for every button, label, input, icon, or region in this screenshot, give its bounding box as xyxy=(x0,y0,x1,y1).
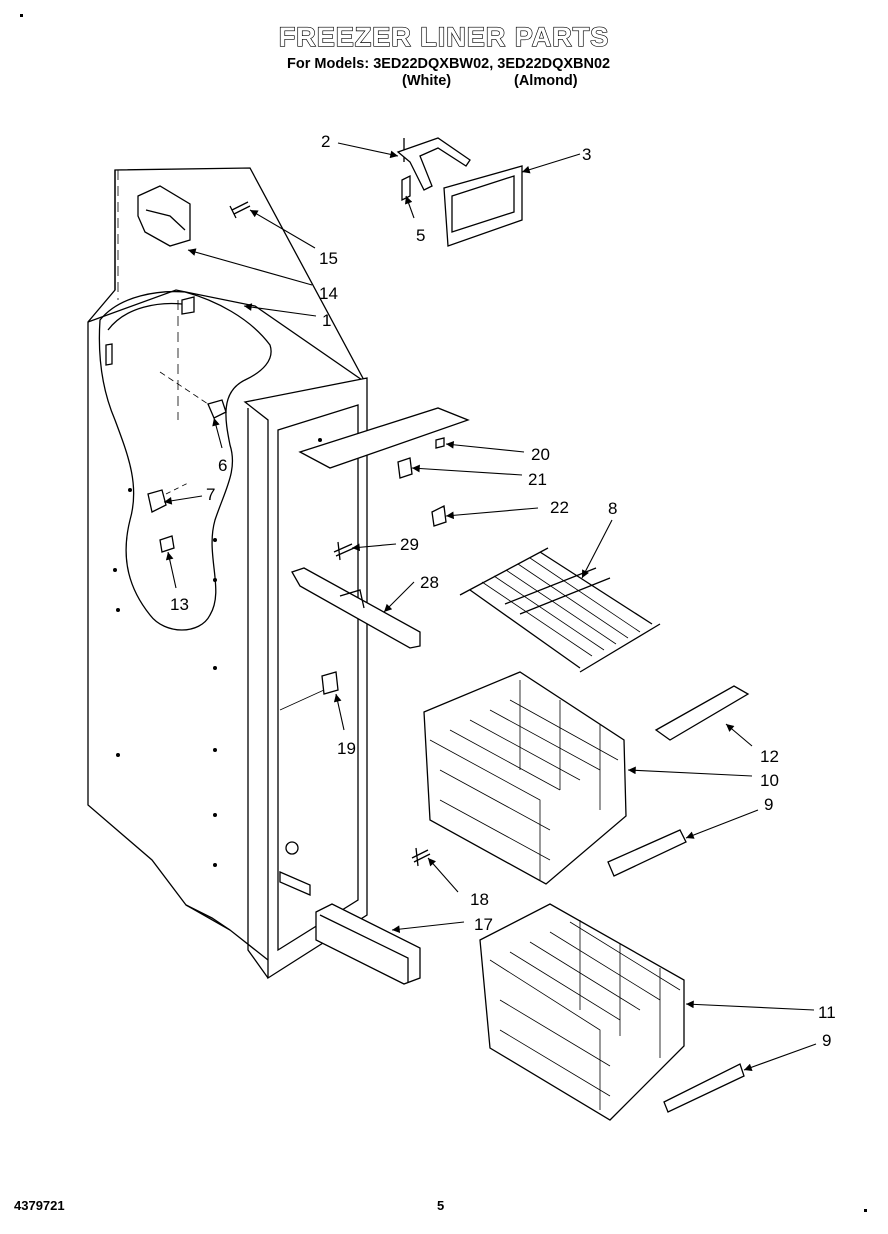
callout-14: 14 xyxy=(319,284,338,303)
callout-17: 17 xyxy=(474,915,493,934)
callout-19: 19 xyxy=(337,739,356,758)
callout-29: 29 xyxy=(400,535,419,554)
wire-baskets xyxy=(423,671,685,1121)
hardware-parts xyxy=(147,137,750,1113)
callout-15: 15 xyxy=(319,249,338,268)
page-title: FREEZER LINER PARTS xyxy=(278,21,610,52)
document-number: 4379721 xyxy=(14,1198,65,1213)
callout-21: 21 xyxy=(528,470,547,489)
callout-12: 12 xyxy=(760,747,779,766)
callout-9a: 9 xyxy=(764,795,773,814)
callout-5: 5 xyxy=(416,226,425,245)
variant-almond: (Almond) xyxy=(514,73,578,89)
callout-3: 3 xyxy=(582,145,591,164)
page-number: 5 xyxy=(437,1198,445,1213)
callout-11: 11 xyxy=(818,1003,836,1022)
callout-7: 7 xyxy=(206,485,215,504)
callout-20: 20 xyxy=(531,445,550,464)
callout-leaders xyxy=(163,142,817,1072)
callout-13: 13 xyxy=(170,595,189,614)
corner-mark xyxy=(864,1209,867,1212)
corner-mark xyxy=(20,14,23,17)
freezer-liner xyxy=(87,167,368,980)
callout-8: 8 xyxy=(608,499,617,518)
callout-28: 28 xyxy=(420,573,439,592)
callout-labels: 2 3 5 15 14 1 6 7 13 29 28 19 20 21 22 8… xyxy=(170,132,836,1050)
callout-9b: 9 xyxy=(822,1031,831,1050)
model-numbers: For Models: 3ED22DQXBW02, 3ED22DQXBN02 xyxy=(287,56,611,72)
callout-6: 6 xyxy=(218,456,227,475)
callout-10: 10 xyxy=(760,771,779,790)
callout-22: 22 xyxy=(550,498,569,517)
callout-2: 2 xyxy=(321,132,330,151)
wire-shelf xyxy=(459,547,661,673)
callout-18: 18 xyxy=(470,890,489,909)
callout-1: 1 xyxy=(322,311,331,330)
variant-white: (White) xyxy=(402,73,452,89)
